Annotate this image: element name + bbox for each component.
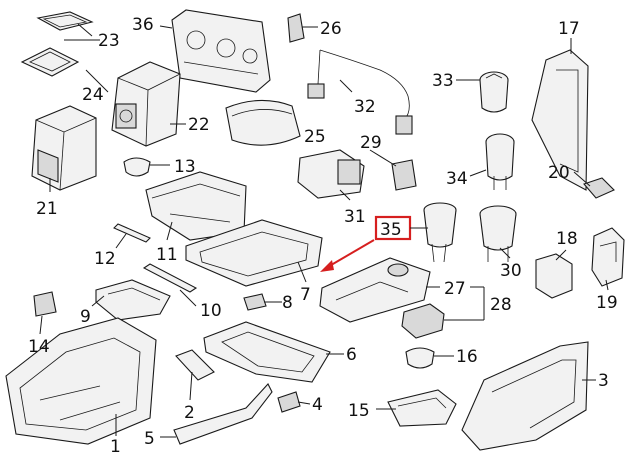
callout-5: 5 bbox=[144, 429, 155, 449]
callout-14: 14 bbox=[28, 337, 50, 357]
highlight-arrow bbox=[325, 239, 375, 269]
part-18-switch bbox=[535, 253, 573, 299]
callout-12: 12 bbox=[94, 249, 116, 269]
callout-7: 7 bbox=[300, 285, 311, 305]
part-7-base-plate bbox=[185, 219, 323, 287]
callout-9: 9 bbox=[80, 307, 91, 327]
part-3-side-panel bbox=[461, 341, 589, 451]
callout-18: 18 bbox=[556, 229, 578, 249]
callout-6: 6 bbox=[346, 345, 357, 365]
part-26-clip bbox=[287, 13, 305, 43]
part-4-clip bbox=[277, 391, 301, 413]
callout-8: 8 bbox=[282, 293, 293, 313]
callout-21: 21 bbox=[36, 199, 58, 219]
highlight-35: 35 bbox=[320, 215, 428, 272]
callout-36: 36 bbox=[132, 15, 154, 35]
part-17-side-trim bbox=[531, 49, 589, 191]
callout-20: 20 bbox=[548, 163, 570, 183]
callout-2: 2 bbox=[184, 403, 195, 423]
part-9-tray bbox=[95, 279, 171, 321]
part-16-cup bbox=[405, 347, 435, 369]
callout-25: 25 bbox=[304, 127, 326, 147]
callout-30: 30 bbox=[500, 261, 522, 281]
part-24-mat bbox=[20, 47, 80, 77]
callout-1: 1 bbox=[110, 437, 121, 457]
part-36-control-panel bbox=[171, 9, 271, 93]
callout-35: 35 bbox=[380, 220, 402, 240]
part-5-lower-bracket bbox=[173, 383, 273, 445]
callout-labels: 23 24 36 26 22 21 13 25 32 33 17 29 31 3… bbox=[28, 15, 618, 457]
part-13-cup-ring bbox=[123, 157, 151, 177]
part-2-bracket bbox=[175, 349, 215, 381]
callout-34: 34 bbox=[446, 169, 468, 189]
part-6-frame bbox=[203, 321, 331, 383]
part-11-console-upper bbox=[145, 171, 247, 241]
part-32-cable bbox=[307, 49, 413, 135]
part-22-storage-bin bbox=[111, 61, 181, 147]
part-21-bin bbox=[31, 105, 97, 191]
part-23-tray bbox=[36, 11, 94, 31]
part-31-bracket bbox=[297, 149, 365, 199]
part-30-cup-holder bbox=[479, 205, 517, 262]
callout-16: 16 bbox=[456, 347, 478, 367]
part-8-clip bbox=[243, 293, 267, 311]
callout-24: 24 bbox=[82, 85, 104, 105]
callout-17: 17 bbox=[558, 19, 580, 39]
callout-33: 33 bbox=[432, 71, 454, 91]
callout-10: 10 bbox=[200, 301, 222, 321]
part-1-console-base bbox=[5, 317, 157, 445]
leader-lines bbox=[39, 23, 609, 438]
part-27-shifter-bezel bbox=[319, 257, 431, 323]
part-19-switch bbox=[591, 227, 625, 287]
part-29-connector bbox=[391, 159, 417, 191]
callout-32: 32 bbox=[354, 97, 376, 117]
callout-15: 15 bbox=[348, 401, 370, 421]
callout-13: 13 bbox=[174, 157, 196, 177]
part-33-power-outlet bbox=[479, 71, 509, 113]
part-14-bracket bbox=[33, 291, 57, 317]
callout-26: 26 bbox=[320, 19, 342, 39]
part-25-armrest-lid bbox=[225, 99, 301, 146]
highlight-arrowhead bbox=[320, 260, 334, 272]
callout-29: 29 bbox=[360, 133, 382, 153]
callout-19: 19 bbox=[596, 293, 618, 313]
callout-23: 23 bbox=[98, 31, 120, 51]
callout-3: 3 bbox=[598, 371, 609, 391]
part-15-bracket bbox=[387, 389, 457, 427]
callout-11: 11 bbox=[156, 245, 178, 265]
part-34-socket bbox=[485, 133, 515, 190]
part-12-strip bbox=[113, 223, 151, 243]
callout-22: 22 bbox=[188, 115, 210, 135]
callout-27: 27 bbox=[444, 279, 466, 299]
part-28-switch bbox=[401, 303, 445, 339]
callout-4: 4 bbox=[312, 395, 323, 415]
part-10-strip bbox=[142, 263, 198, 293]
callout-31: 31 bbox=[344, 207, 366, 227]
part-35-cup-holder bbox=[423, 202, 457, 263]
part-20-connector bbox=[583, 177, 615, 199]
callout-28: 28 bbox=[490, 295, 512, 315]
